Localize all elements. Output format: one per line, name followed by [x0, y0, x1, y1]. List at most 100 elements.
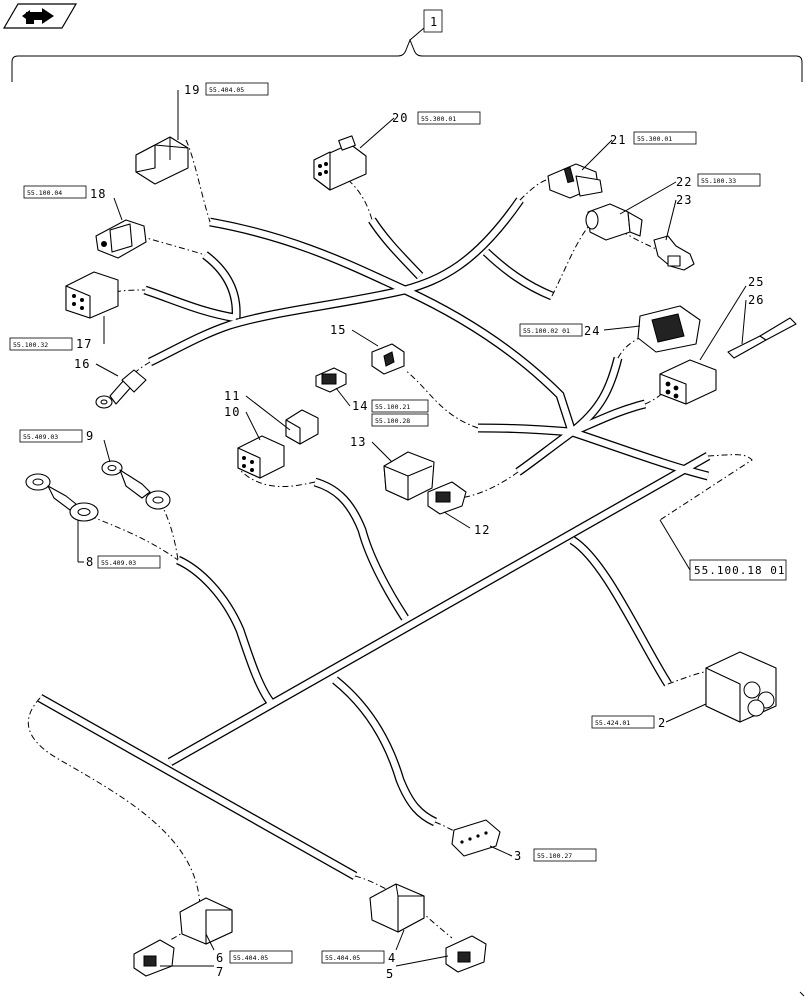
callout-number: 4 [388, 951, 396, 965]
reference-box [697, 173, 761, 187]
callout-10[interactable]: 10 [224, 405, 261, 441]
callout-number: 10 [224, 405, 240, 419]
callout-11[interactable]: 11 [224, 389, 291, 431]
callout-number: 6 [216, 951, 224, 965]
callout-16[interactable]: 16 [74, 357, 119, 377]
leader-line [603, 325, 641, 331]
wire-core [38, 695, 357, 879]
connector-14-icon [315, 367, 347, 393]
reference-code: 55.404.05 [209, 86, 244, 94]
callout-continuation[interactable]: 55.100.18 01 [659, 519, 787, 581]
callout-25[interactable]: 25 [699, 275, 764, 361]
reference-code: 55.100.02 01 [523, 327, 570, 335]
reference-box [519, 323, 583, 337]
wire-core [176, 557, 275, 707]
wire-core [570, 537, 671, 686]
leader-line [154, 144, 189, 149]
callout-2[interactable]: 55.424.01 2 [591, 703, 707, 730]
callout-15[interactable]: 15 [330, 323, 379, 347]
callout-9[interactable]: 55.409.03 9 [19, 429, 111, 463]
callout-number: 5 [386, 967, 394, 981]
leader-line [581, 139, 613, 171]
leader-line [95, 363, 119, 377]
wire-core [203, 252, 240, 319]
callout-7[interactable]: 7 [160, 965, 224, 979]
callout-number: 9 [86, 429, 94, 443]
callout-14[interactable]: 14 55.100.21 55.100.28 [335, 387, 429, 427]
callout-number: 26 [748, 293, 764, 307]
reference-box [371, 413, 429, 427]
wire-core [570, 400, 646, 435]
callout-12[interactable]: 12 [443, 511, 490, 537]
ring-terminal-16-icon [95, 369, 147, 409]
terminal-26-icon [727, 317, 797, 359]
leader-line [371, 441, 393, 463]
reference-box [19, 429, 83, 443]
reference-box [371, 399, 429, 413]
leader-line [351, 329, 379, 347]
callout-number: 18 [90, 187, 106, 201]
callout-4[interactable]: 55.404.05 4 [321, 929, 405, 965]
callout-18[interactable]: 55.100.04 18 [23, 185, 123, 221]
reference-box [689, 559, 787, 581]
wire-core [314, 478, 408, 620]
callout-3[interactable]: 3 55.100.27 [489, 845, 597, 863]
leader-line [245, 411, 261, 441]
callout-21[interactable]: 21 55.300.01 [581, 131, 697, 171]
callout-13[interactable]: 13 [350, 435, 393, 463]
callout-number: 22 [676, 175, 692, 189]
leader-line [103, 439, 111, 463]
back-arrow-icon[interactable] [2, 3, 78, 29]
leader-line [335, 387, 351, 407]
leader-line [11, 38, 803, 82]
connector-5-icon [445, 935, 487, 973]
callout-22[interactable]: 22 55.100.33 [619, 173, 761, 215]
wire-core [516, 429, 574, 475]
leader-line [741, 299, 747, 345]
callout-26[interactable]: 26 [741, 293, 764, 345]
callout-19[interactable]: 19 55.404.05 [177, 82, 269, 140]
connector-22-icon [585, 203, 643, 241]
reference-code: 55.100.33 [701, 177, 736, 185]
callout-number: 14 [352, 399, 368, 413]
reference-box [229, 950, 293, 964]
wire-core [333, 677, 437, 825]
item-number: 1 [430, 15, 438, 29]
reference-code: 55.424.01 [595, 719, 630, 727]
callout-number: 24 [584, 324, 600, 338]
callout-23[interactable]: 23 [665, 193, 692, 241]
connector-10-icon [237, 435, 285, 479]
leader-line [489, 845, 513, 857]
leader-line [619, 181, 677, 215]
leader-line [395, 883, 399, 897]
connector-18-icon [95, 219, 147, 259]
callout-5[interactable]: 5 [386, 955, 449, 981]
callout-number: 23 [676, 193, 692, 207]
callout-20[interactable]: 20 55.300.01 [359, 111, 481, 149]
leader-line [665, 199, 677, 241]
reference-code: 55.100.32 [13, 341, 48, 349]
callout-8[interactable]: 8 55.409.03 [77, 520, 161, 569]
callout-24[interactable]: 55.100.02 01 24 [519, 323, 641, 338]
callout-number: 20 [392, 111, 408, 125]
callout-number: 15 [330, 323, 346, 337]
connector-17-icon [65, 271, 119, 319]
wire-core [143, 286, 237, 322]
connector-19-icon [135, 136, 189, 185]
reference-box [97, 555, 161, 569]
wire-core [209, 218, 709, 480]
connector-leads [27, 139, 753, 941]
leader-line [665, 703, 707, 723]
callout-6[interactable]: 6 55.404.05 [205, 933, 293, 965]
callout-17[interactable]: 55.100.32 17 [9, 316, 105, 351]
connector-6-icon [179, 897, 233, 945]
leader-line [205, 933, 215, 951]
connector-13-icon [383, 451, 435, 501]
reference-code: 55.409.03 [23, 433, 58, 441]
reference-box [417, 111, 481, 125]
reference-code: 55.404.05 [233, 954, 268, 962]
connector-2-icon [705, 651, 777, 723]
leader-line [395, 929, 405, 951]
callout-number: 7 [216, 965, 224, 979]
